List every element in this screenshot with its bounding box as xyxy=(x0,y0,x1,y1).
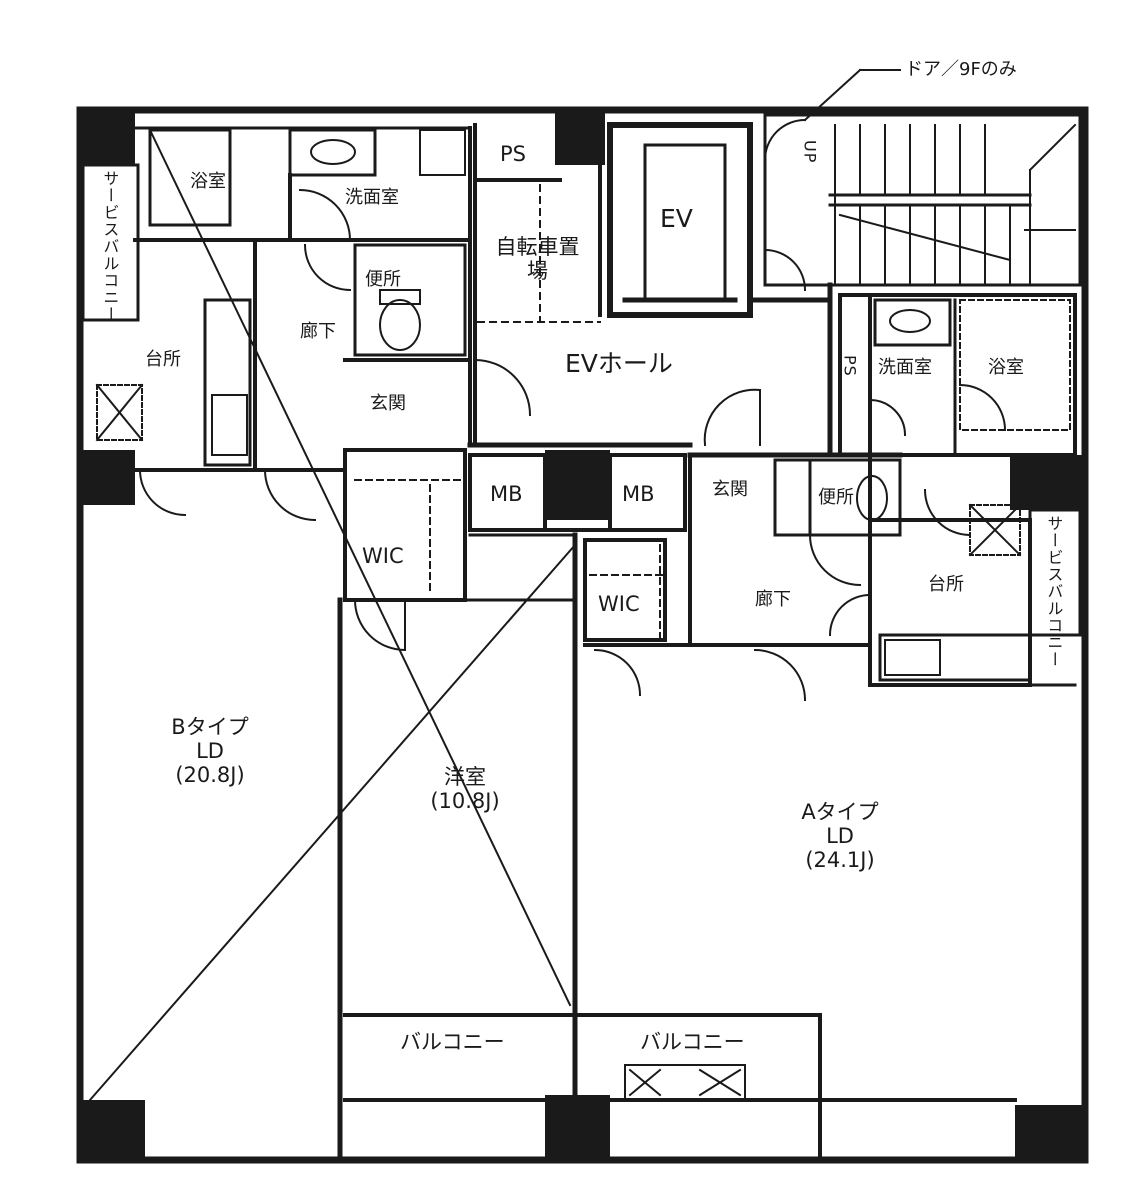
b-western-size: (10.8J) xyxy=(430,789,500,814)
stairs xyxy=(763,68,1082,292)
b-entrance-label: 玄関 xyxy=(370,393,406,414)
ps-right-label: PS xyxy=(840,355,860,377)
meter-boxes xyxy=(468,453,687,532)
b-service-balcony-label: サービスバルコニー xyxy=(100,170,120,323)
bicycle-area xyxy=(473,123,602,447)
b-ld-room: Bタイプ LD (20.8J) xyxy=(150,715,270,787)
balconies xyxy=(343,1013,1017,1157)
elevator-shaft xyxy=(607,122,753,318)
b-unit-walls xyxy=(81,126,578,1158)
b-ld-type: Bタイプ xyxy=(171,715,249,739)
b-balcony-label: バルコニー xyxy=(400,1030,505,1054)
b-washroom-label: 洗面室 xyxy=(345,187,399,208)
b-ld-name: LD xyxy=(196,739,224,764)
bicycle-area-label: 自転車置場 xyxy=(495,235,580,284)
a-bath-label: 浴室 xyxy=(988,357,1024,378)
a-ld-size: (24.1J) xyxy=(805,848,875,873)
a-unit-walls xyxy=(583,293,1082,702)
ev-label: EV xyxy=(660,204,693,233)
b-bath-label: 浴室 xyxy=(190,171,226,192)
a-wic-label: WIC xyxy=(598,592,640,616)
a-corridor-label: 廊下 xyxy=(755,589,791,610)
b-ld-size: (20.8J) xyxy=(175,763,245,788)
b-corridor-label: 廊下 xyxy=(300,321,336,342)
a-ld-room: Aタイプ LD (24.1J) xyxy=(780,800,900,872)
stair-up-label: UP xyxy=(800,140,820,164)
a-service-balcony-label: サービスバルコニー xyxy=(1044,515,1064,668)
door-note: ドア／9Fのみ xyxy=(905,59,1017,80)
ev-hall-label: EVホール xyxy=(565,349,673,378)
mb-left-label: MB xyxy=(490,482,523,506)
b-wic-label: WIC xyxy=(362,544,404,568)
ps-top-label: PS xyxy=(500,142,526,166)
a-ld-name: LD xyxy=(826,824,854,849)
a-kitchen-label: 台所 xyxy=(928,574,964,595)
ev-hall-walls xyxy=(467,282,903,458)
a-entrance-label: 玄関 xyxy=(712,479,748,500)
a-toilet-label: 便所 xyxy=(818,487,854,508)
pillars xyxy=(80,110,1085,1160)
b-kitchen-label: 台所 xyxy=(145,349,181,370)
a-balcony-label: バルコニー xyxy=(640,1030,745,1054)
b-western-room: 洋室 (10.8J) xyxy=(405,765,525,813)
b-western-name: 洋室 xyxy=(444,765,486,789)
a-ld-type: Aタイプ xyxy=(801,800,879,824)
a-washroom-label: 洗面室 xyxy=(878,357,932,378)
b-toilet-label: 便所 xyxy=(365,269,401,290)
mb-right-label: MB xyxy=(622,482,655,506)
